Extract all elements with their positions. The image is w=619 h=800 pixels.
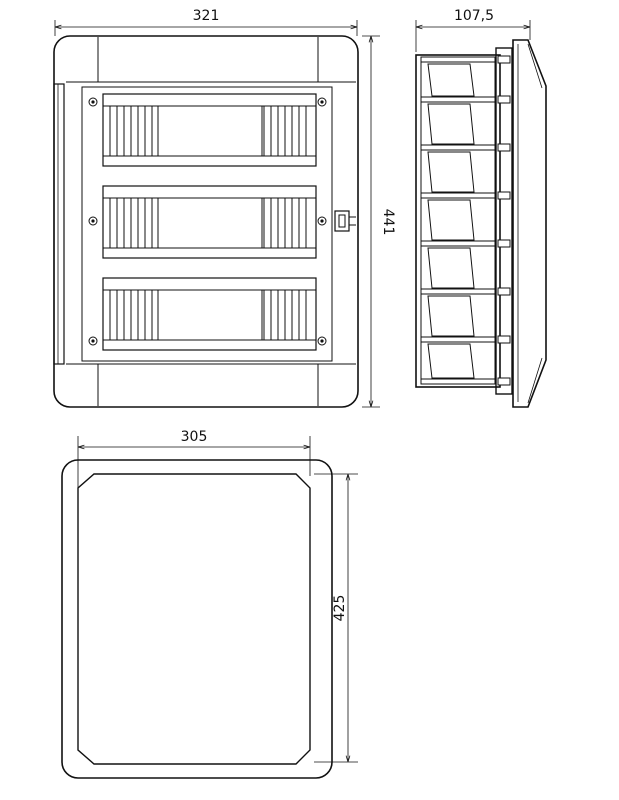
compartment-cell xyxy=(427,247,475,289)
din-row-3 xyxy=(102,277,317,351)
flange-notch xyxy=(497,287,511,296)
compartment-divider xyxy=(420,56,496,63)
compartment-cell xyxy=(427,343,475,379)
flange-notch xyxy=(497,55,511,64)
front-view: 321 441 xyxy=(53,8,396,408)
compartment-divider xyxy=(420,240,496,247)
back-width-label: 305 xyxy=(181,429,208,445)
compartment-divider xyxy=(420,192,496,199)
side-depth-dimension: 107,5 xyxy=(415,8,531,52)
side-door xyxy=(512,39,547,408)
front-outer-frame xyxy=(53,35,359,408)
flange-notch xyxy=(497,239,511,248)
compartment-cell xyxy=(427,151,475,193)
side-compartments xyxy=(420,55,511,386)
front-height-label: 441 xyxy=(380,209,396,236)
compartment-divider xyxy=(420,378,496,385)
compartment-divider xyxy=(420,144,496,151)
mounting-plate xyxy=(81,86,333,362)
din-row-2 xyxy=(102,185,317,259)
door-hinge-strip xyxy=(53,83,65,365)
front-width-dimension: 321 xyxy=(54,8,358,36)
compartment-divider xyxy=(420,336,496,343)
flange-notch xyxy=(497,377,511,386)
back-inner-panel xyxy=(77,473,311,765)
flange-notch xyxy=(497,95,511,104)
din-row-ribs xyxy=(109,106,307,340)
din-row-1 xyxy=(102,93,317,167)
mounting-screws xyxy=(88,97,327,346)
back-height-dimension: 425 xyxy=(314,473,358,763)
side-view: 107,5 xyxy=(415,8,547,408)
flange-notch xyxy=(497,143,511,152)
compartment-divider xyxy=(420,288,496,295)
back-width-dimension: 305 xyxy=(77,429,311,524)
front-height-dimension: 441 xyxy=(362,35,396,408)
compartment-divider xyxy=(420,96,496,103)
side-depth-label: 107,5 xyxy=(454,8,494,24)
compartment-cell xyxy=(427,295,475,337)
back-outer-frame xyxy=(61,459,333,779)
side-box-body xyxy=(415,54,501,388)
side-flange xyxy=(495,47,513,395)
flange-notch xyxy=(497,335,511,344)
door-latch xyxy=(334,210,356,232)
compartment-cell xyxy=(427,199,475,241)
flange-notch xyxy=(497,191,511,200)
back-height-label: 425 xyxy=(332,595,348,622)
back-view: 305 425 xyxy=(61,429,358,779)
compartment-cell xyxy=(427,103,475,145)
front-width-label: 321 xyxy=(193,8,220,24)
compartment-cell xyxy=(427,63,475,97)
